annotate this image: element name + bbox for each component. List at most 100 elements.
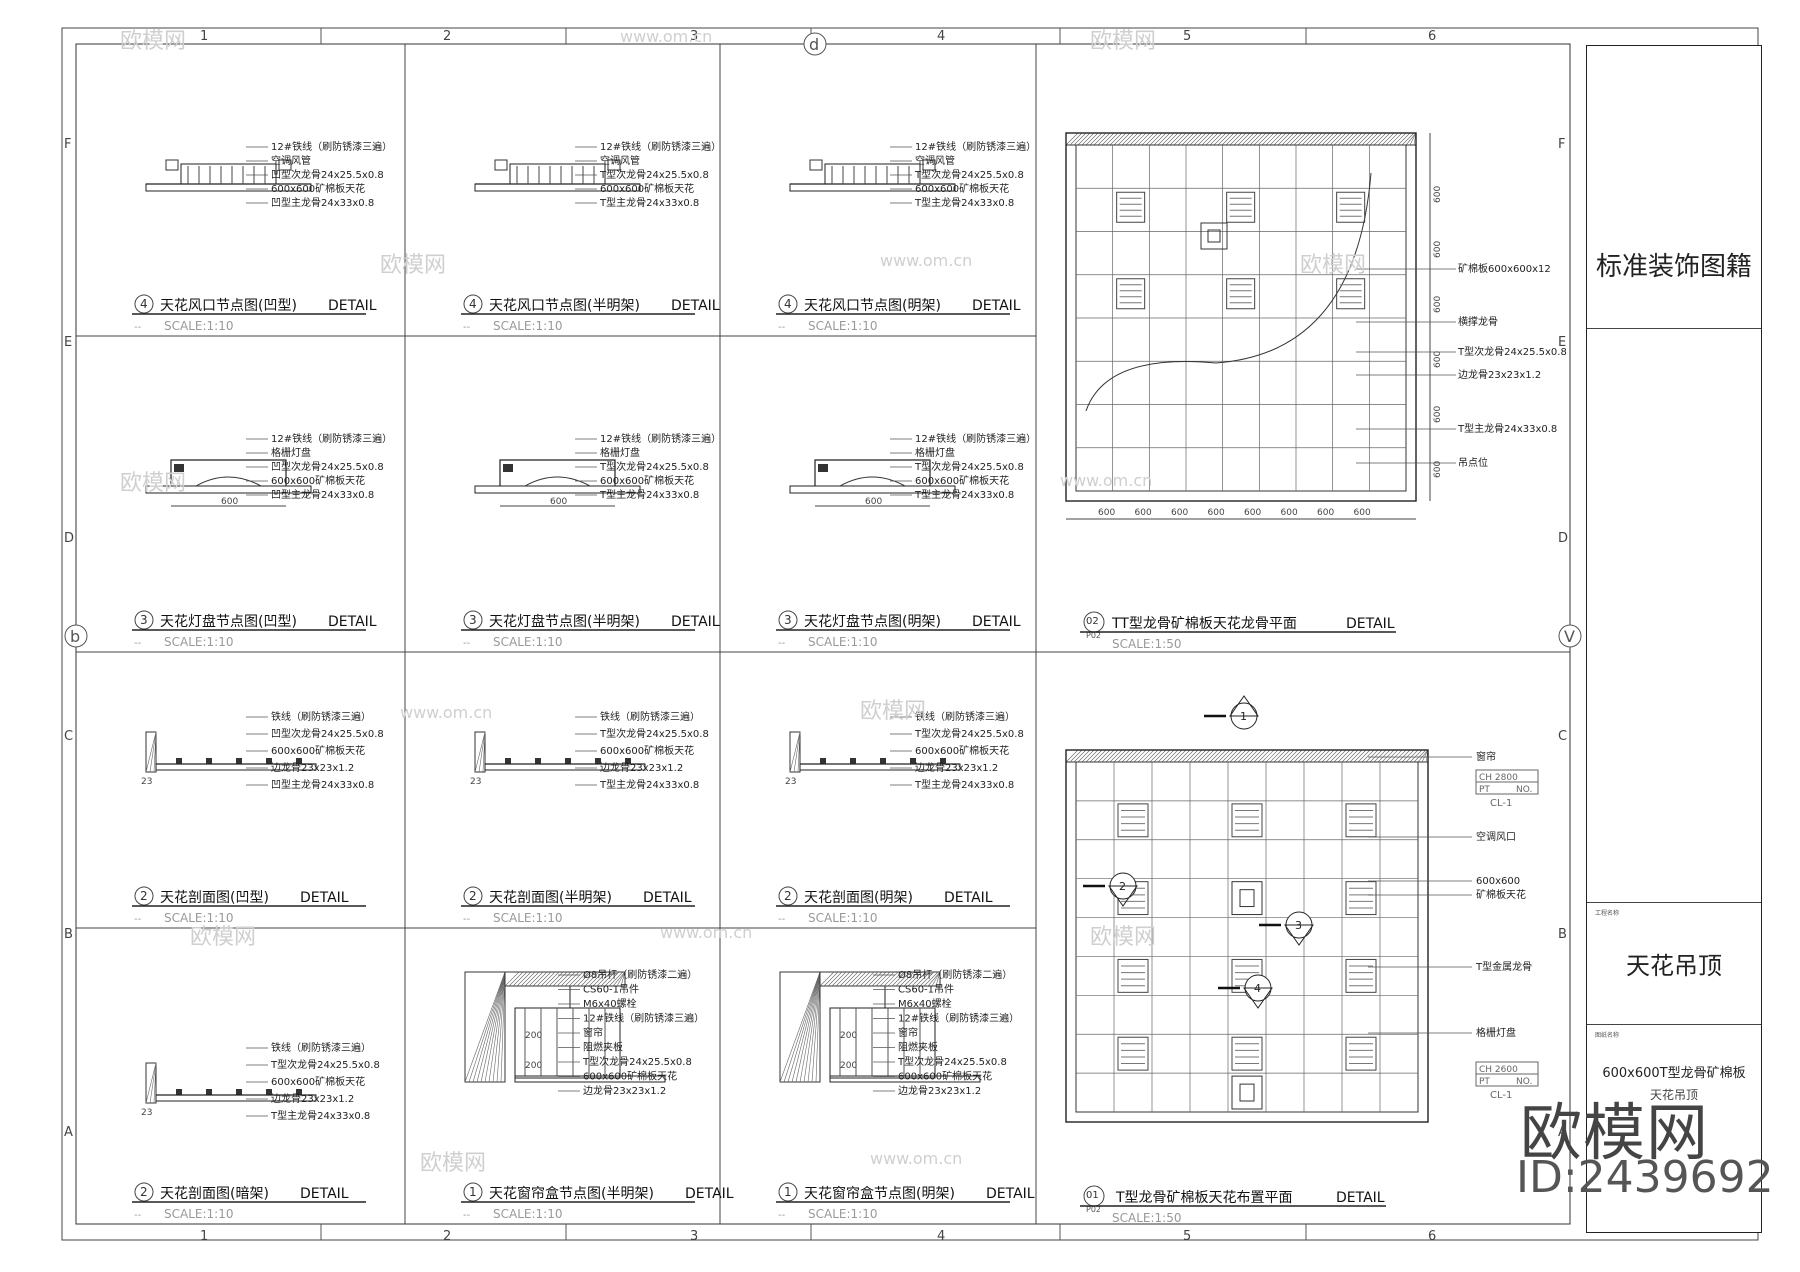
hatch-line [1245, 749, 1259, 763]
note-text: T型主龙骨24x33x0.8 [914, 488, 1014, 501]
column-ticks [320, 28, 1307, 1240]
detail-number: 4 [469, 297, 477, 311]
lamp-ballast [818, 464, 828, 472]
note-text: 空调风管 [600, 154, 640, 167]
hatch-line [468, 971, 506, 1083]
note-text: 12#铁线（刷防锈漆三遍） [600, 140, 721, 153]
hatch-line [612, 971, 626, 987]
hatch-line [1409, 749, 1423, 763]
col-label: 5 [1183, 1229, 1191, 1244]
detail-sheet-ref: -- [778, 914, 786, 925]
hatch-line [791, 971, 821, 1083]
hatch-line [1069, 132, 1083, 146]
hatch-line [1153, 749, 1167, 763]
fixture [1336, 278, 1366, 310]
hatch-line [1077, 749, 1091, 763]
note-text: 12#铁线（刷防锈漆三遍） [915, 140, 1036, 153]
hatch-line [1285, 132, 1299, 146]
hatch-line [1337, 132, 1351, 146]
hatch-line [1389, 749, 1403, 763]
detail-scale: SCALE:1:10 [164, 319, 233, 333]
curtain-box [829, 1007, 936, 1079]
fixture [1345, 803, 1377, 838]
dimension-text: 600 [1208, 508, 1225, 518]
title-block-small-label: 工程名称 [1595, 910, 1620, 917]
hatch-line [1229, 749, 1243, 763]
hatch-line [859, 971, 875, 987]
note-text: 12#铁线（刷防锈漆三遍） [271, 140, 392, 153]
detail-number-circle [463, 610, 483, 630]
row-label: F [1558, 137, 1565, 152]
detail-number-circle [134, 294, 154, 314]
note-text: T型次龙骨24x25.5x0.8 [914, 460, 1024, 473]
hatch-line [1153, 132, 1167, 146]
hatch-line [1197, 749, 1211, 763]
hatch-line [1369, 749, 1383, 763]
note-text: T型次龙骨24x25.5x0.8 [582, 1055, 692, 1068]
hatch-line [1181, 749, 1195, 763]
hatch-line [1273, 749, 1287, 763]
note-text: 600x600矿棉板天花 [915, 474, 1009, 487]
col-label: 6 [1428, 29, 1436, 44]
note-text: 边龙骨23x23x1.2 [898, 1084, 981, 1097]
hatch-line [903, 971, 919, 987]
hatch-line [1249, 749, 1263, 763]
note-text: T型次龙骨24x25.5x0.8 [897, 1055, 1007, 1068]
detail-title: 天花灯盘节点图(凹型) [160, 613, 297, 630]
air-vent [1231, 881, 1263, 916]
hatch-line [839, 971, 855, 987]
hatch-line [520, 971, 536, 987]
hatch-line [1393, 132, 1407, 146]
hatch-line [1317, 132, 1331, 146]
section-mark-number: 4 [1254, 982, 1261, 995]
dimension-text: 600 [1433, 186, 1443, 203]
keel-section [296, 1089, 302, 1095]
row-label: F [64, 137, 71, 152]
hatch-line [149, 1062, 157, 1104]
ceiling-board [829, 1075, 981, 1083]
hatch-line [1413, 749, 1427, 763]
row-label: B [1558, 927, 1567, 942]
hatch-line [1401, 749, 1415, 763]
note-text: M6x40螺栓 [583, 997, 637, 1010]
note-text: 凹型主龙骨24x33x0.8 [271, 778, 374, 791]
detail-sheet-ref: -- [463, 322, 471, 333]
hatch-line [1257, 749, 1271, 763]
detail-number: 2 [140, 1185, 148, 1199]
hatch-line [827, 971, 843, 987]
hatch-line [1277, 132, 1291, 146]
hatch-line [1393, 749, 1407, 763]
hatch-line [1073, 749, 1087, 763]
hatch-line [153, 1062, 157, 1104]
dimension-text: 23 [785, 777, 796, 787]
air-duct [509, 163, 606, 185]
hatch-line [1341, 132, 1355, 146]
note-text: 窗帘 [898, 1026, 918, 1039]
fixture [1345, 881, 1377, 916]
hatch-line [1189, 132, 1203, 146]
hatch-line [1369, 132, 1383, 146]
hatch-line [584, 971, 600, 987]
hatch-line [1269, 749, 1283, 763]
hatch-line [1157, 749, 1171, 763]
hatch-line [1337, 749, 1351, 763]
hatch-line [1177, 749, 1191, 763]
hatch-line [1085, 132, 1099, 146]
hatch-line [1077, 132, 1091, 146]
hatch-line [1401, 132, 1415, 146]
hatch-line [512, 971, 528, 987]
hatch-line [1289, 749, 1303, 763]
ceiling-tag-pt: PT [1479, 1077, 1490, 1087]
ceiling-tag-pt: PT [1479, 785, 1490, 795]
hatch-line [1265, 132, 1279, 146]
hatch-line [1397, 749, 1411, 763]
hatch-line [1385, 132, 1399, 146]
hatch-line [1241, 749, 1255, 763]
ceiling-board [789, 485, 956, 494]
fixture [1231, 803, 1263, 838]
hatch-line [1365, 749, 1379, 763]
hatch-line [592, 971, 608, 987]
note-text: 窗帘 [583, 1026, 603, 1039]
hatch-line [1357, 132, 1371, 146]
hatch-line [1145, 132, 1159, 146]
